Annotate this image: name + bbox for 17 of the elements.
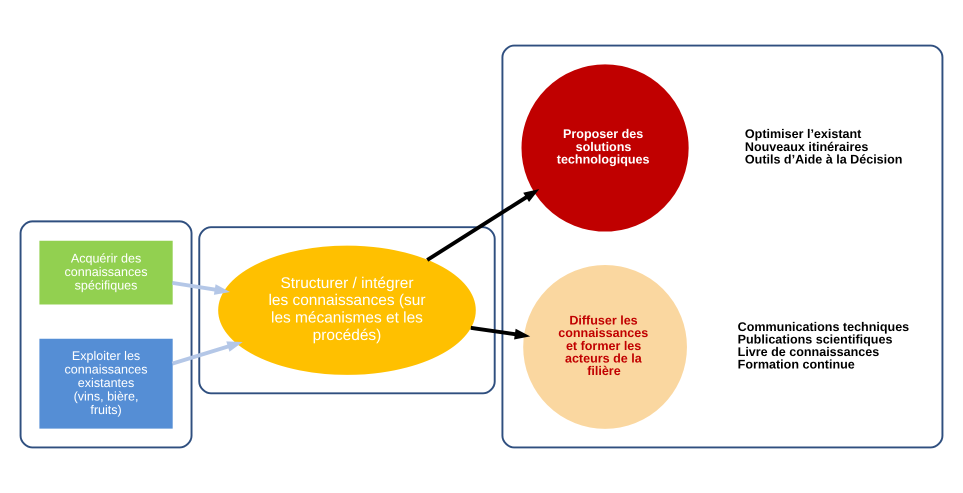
node-ellipse: Structurer / intégrer les connaissances (sur les mécanismes et les procédés) bbox=[218, 246, 476, 375]
cluster bbox=[198, 226, 496, 394]
node-box: Exploiter les connaissances existantes (vins, bière, fruits) bbox=[39, 338, 173, 429]
node-label: Livre de connaissances bbox=[738, 345, 880, 360]
node-label: Formation continue bbox=[738, 358, 855, 372]
cluster bbox=[20, 220, 192, 448]
arrow bbox=[172, 280, 230, 295]
node-box: Acquérir des connaissances spécifiques bbox=[39, 240, 173, 304]
cluster bbox=[501, 44, 944, 448]
arrow bbox=[426, 189, 540, 262]
node-circle: Diffuser les connaissances et former les acteurs de la filière bbox=[523, 265, 687, 429]
node-label: Communications techniques bbox=[738, 320, 910, 334]
node-label: Nouveaux itinéraires bbox=[744, 140, 868, 154]
node-label: Outils d’Aide à la Décision bbox=[744, 152, 902, 166]
arrow bbox=[172, 341, 243, 366]
node-label: Optimiser l’existant bbox=[744, 127, 862, 142]
arrow bbox=[470, 326, 530, 340]
